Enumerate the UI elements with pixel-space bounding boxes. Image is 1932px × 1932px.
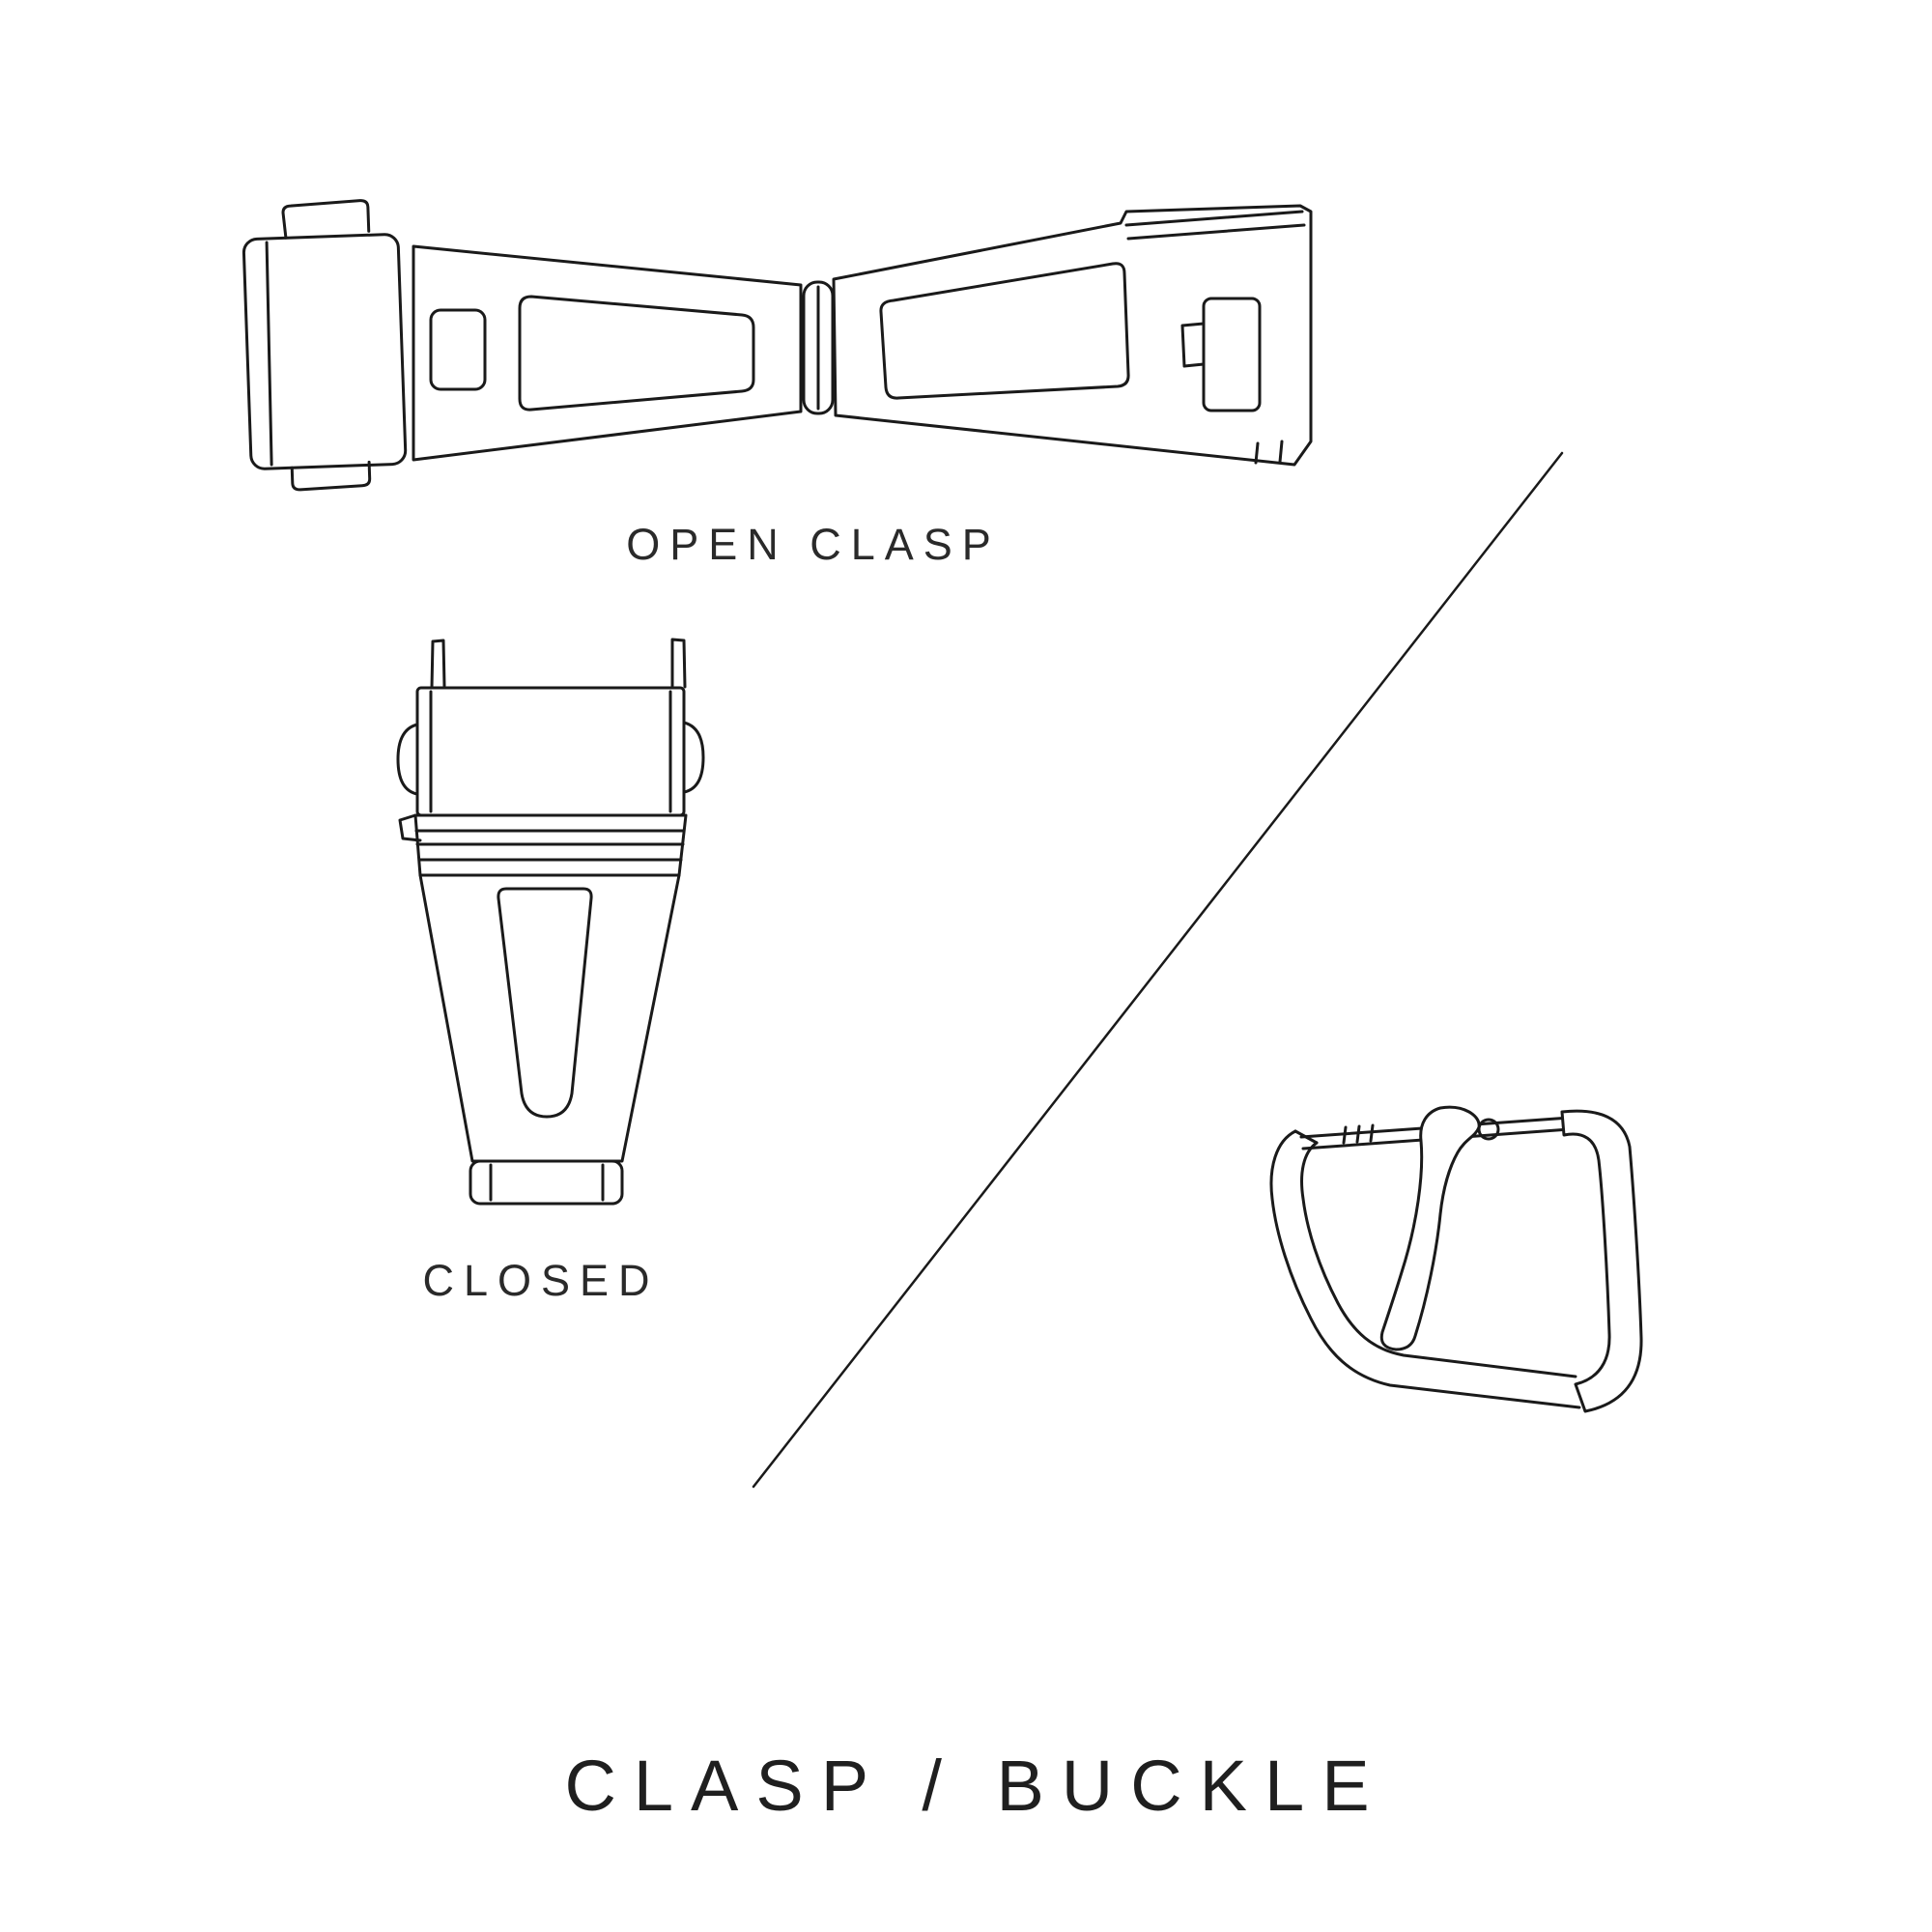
open-clasp-hinge <box>802 280 835 415</box>
divider-line <box>752 451 1564 1489</box>
closed-clasp-band <box>398 813 688 877</box>
open-clasp-illustration <box>242 199 1313 492</box>
open-clasp-left-blade <box>412 244 803 462</box>
closed-clasp-illustration <box>396 638 705 1206</box>
tang-buckle-illustration <box>1269 1105 1643 1413</box>
open-clasp-caption: OPEN CLASP <box>626 520 1001 569</box>
closed-clasp-body <box>418 873 681 1163</box>
buckle-right-band <box>1560 1109 1643 1413</box>
open-clasp-left-end-link <box>242 199 408 492</box>
diagram-title: CLASP / BUCKLE <box>564 1746 1387 1826</box>
closed-clasp-foot <box>469 1159 624 1206</box>
open-clasp-right-blade <box>832 204 1313 467</box>
buckle-tongue <box>1379 1105 1500 1351</box>
closed-clasp-prongs <box>430 638 687 690</box>
closed-clasp-caption: CLOSED <box>422 1256 660 1305</box>
buckle-frame <box>1269 1129 1581 1409</box>
closed-clasp-cover <box>396 686 705 817</box>
buckle-ring <box>1477 1118 1500 1141</box>
